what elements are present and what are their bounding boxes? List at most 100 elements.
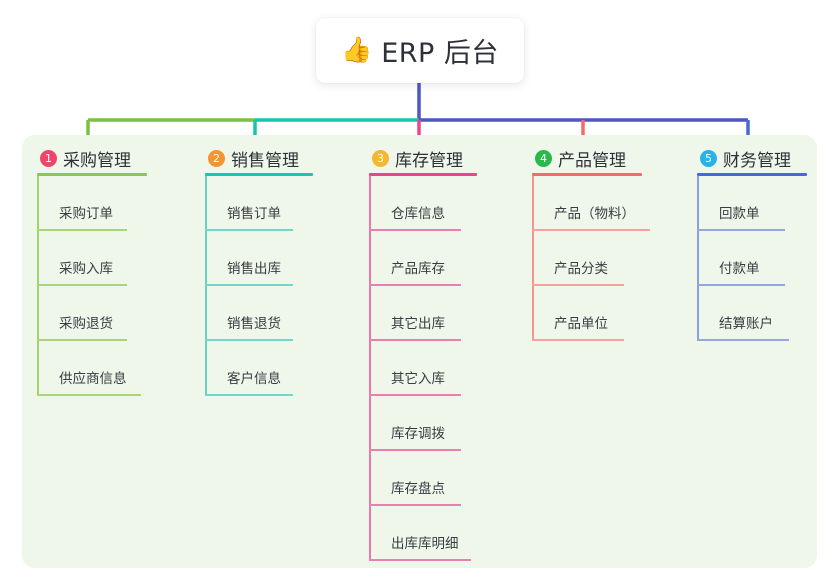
column-spine-3 <box>369 176 371 561</box>
list-item-label: 回款单 <box>719 206 760 222</box>
root-title-card[interactable]: 👍 ERP 后台 <box>316 18 524 83</box>
list-item-rule <box>697 339 789 341</box>
list-item-label: 销售退货 <box>227 316 281 332</box>
list-item[interactable]: 其它入库 <box>369 341 477 396</box>
list-item-label: 结算账户 <box>719 316 773 332</box>
list-item-rule <box>205 284 293 286</box>
column-5: 5 财务管理回款单付款单结算账户 <box>697 146 807 341</box>
list-item-rule <box>369 394 461 396</box>
list-item-label: 采购订单 <box>59 206 113 222</box>
list-item[interactable]: 销售出库 <box>205 231 313 286</box>
list-item-rule <box>37 229 127 231</box>
list-item-label: 销售出库 <box>227 261 281 277</box>
list-item-rule <box>697 229 785 231</box>
list-item-rule <box>532 284 624 286</box>
list-item[interactable]: 产品单位 <box>532 286 642 341</box>
column-items-5: 回款单付款单结算账户 <box>697 176 807 341</box>
list-item-rule <box>37 284 127 286</box>
column-header-rule-4 <box>532 173 642 176</box>
list-item-label: 客户信息 <box>227 371 281 387</box>
list-item-label: 产品（物料） <box>554 206 635 222</box>
list-item-rule <box>369 449 461 451</box>
list-item-label: 付款单 <box>719 261 760 277</box>
list-item-rule <box>37 394 141 396</box>
list-item-rule <box>369 504 461 506</box>
column-badge-3: 3 <box>372 149 389 167</box>
column-title-5: 财务管理 <box>723 150 791 171</box>
column-3: 3 库存管理仓库信息产品库存其它出库其它入库库存调拨库存盘点出库库明细 <box>369 146 477 561</box>
column-header-rule-1 <box>37 173 147 176</box>
column-header-rule-2 <box>205 173 313 176</box>
list-item[interactable]: 采购入库 <box>37 231 147 286</box>
list-item-label: 采购入库 <box>59 261 113 277</box>
column-spine-1 <box>37 176 39 396</box>
list-item[interactable]: 产品分类 <box>532 231 642 286</box>
list-item[interactable]: 付款单 <box>697 231 807 286</box>
list-item[interactable]: 产品（物料） <box>532 176 650 231</box>
list-item-rule <box>369 284 461 286</box>
column-title-3: 库存管理 <box>395 150 463 171</box>
column-badge-1: 1 <box>40 149 57 167</box>
list-item-rule <box>205 229 293 231</box>
list-item-label: 产品分类 <box>554 261 608 277</box>
list-item[interactable]: 供应商信息 <box>37 341 147 396</box>
connector-lines <box>86 83 750 146</box>
list-item[interactable]: 采购订单 <box>37 176 147 231</box>
list-item-label: 供应商信息 <box>59 371 127 387</box>
list-item[interactable]: 结算账户 <box>697 286 807 341</box>
list-item-label: 出库库明细 <box>391 536 459 552</box>
column-badge-5: 5 <box>700 149 717 167</box>
list-item-label: 产品单位 <box>554 316 608 332</box>
list-item-rule <box>205 394 293 396</box>
column-spine-2 <box>205 176 207 396</box>
column-header-rule-3 <box>369 173 477 176</box>
column-1: 1 采购管理采购订单采购入库采购退货供应商信息 <box>37 146 147 396</box>
column-items-2: 销售订单销售出库销售退货客户信息 <box>205 176 313 396</box>
list-item-rule <box>532 339 624 341</box>
list-item-rule <box>369 559 471 561</box>
list-item-rule <box>369 339 461 341</box>
list-item-label: 销售订单 <box>227 206 281 222</box>
list-item[interactable]: 销售订单 <box>205 176 313 231</box>
list-item-label: 采购退货 <box>59 316 113 332</box>
list-item[interactable]: 销售退货 <box>205 286 313 341</box>
list-item-label: 库存调拨 <box>391 426 445 442</box>
list-item-rule <box>697 284 785 286</box>
list-item-label: 仓库信息 <box>391 206 445 222</box>
column-items-4: 产品（物料） 产品分类产品单位 <box>532 176 650 341</box>
column-spine-4 <box>532 176 534 341</box>
column-items-1: 采购订单采购入库采购退货供应商信息 <box>37 176 147 396</box>
column-title-2: 销售管理 <box>231 150 299 171</box>
list-item-label: 库存盘点 <box>391 481 445 497</box>
column-header-3[interactable]: 3 库存管理 <box>369 146 477 171</box>
list-item-rule <box>37 339 127 341</box>
list-item-label: 产品库存 <box>391 261 445 277</box>
list-item[interactable]: 仓库信息 <box>369 176 477 231</box>
page-title: ERP 后台 <box>381 38 499 69</box>
column-header-1[interactable]: 1 采购管理 <box>37 146 147 171</box>
list-item[interactable]: 库存盘点 <box>369 451 477 506</box>
list-item[interactable]: 库存调拨 <box>369 396 477 451</box>
list-item[interactable]: 采购退货 <box>37 286 147 341</box>
list-item[interactable]: 客户信息 <box>205 341 313 396</box>
column-items-3: 仓库信息产品库存其它出库其它入库库存调拨库存盘点出库库明细 <box>369 176 477 561</box>
list-item[interactable]: 其它出库 <box>369 286 477 341</box>
column-header-5[interactable]: 5 财务管理 <box>697 146 807 171</box>
content-panel <box>22 135 817 568</box>
column-header-rule-5 <box>697 173 807 176</box>
thumbs-up-icon: 👍 <box>341 36 373 64</box>
list-item-rule <box>532 229 650 231</box>
list-item[interactable]: 产品库存 <box>369 231 477 286</box>
column-title-1: 采购管理 <box>63 150 131 171</box>
list-item-rule <box>369 229 461 231</box>
column-badge-4: 4 <box>535 149 552 167</box>
list-item[interactable]: 出库库明细 <box>369 506 477 561</box>
list-item-label: 其它入库 <box>391 371 445 387</box>
list-item-rule <box>205 339 293 341</box>
list-item[interactable]: 回款单 <box>697 176 807 231</box>
